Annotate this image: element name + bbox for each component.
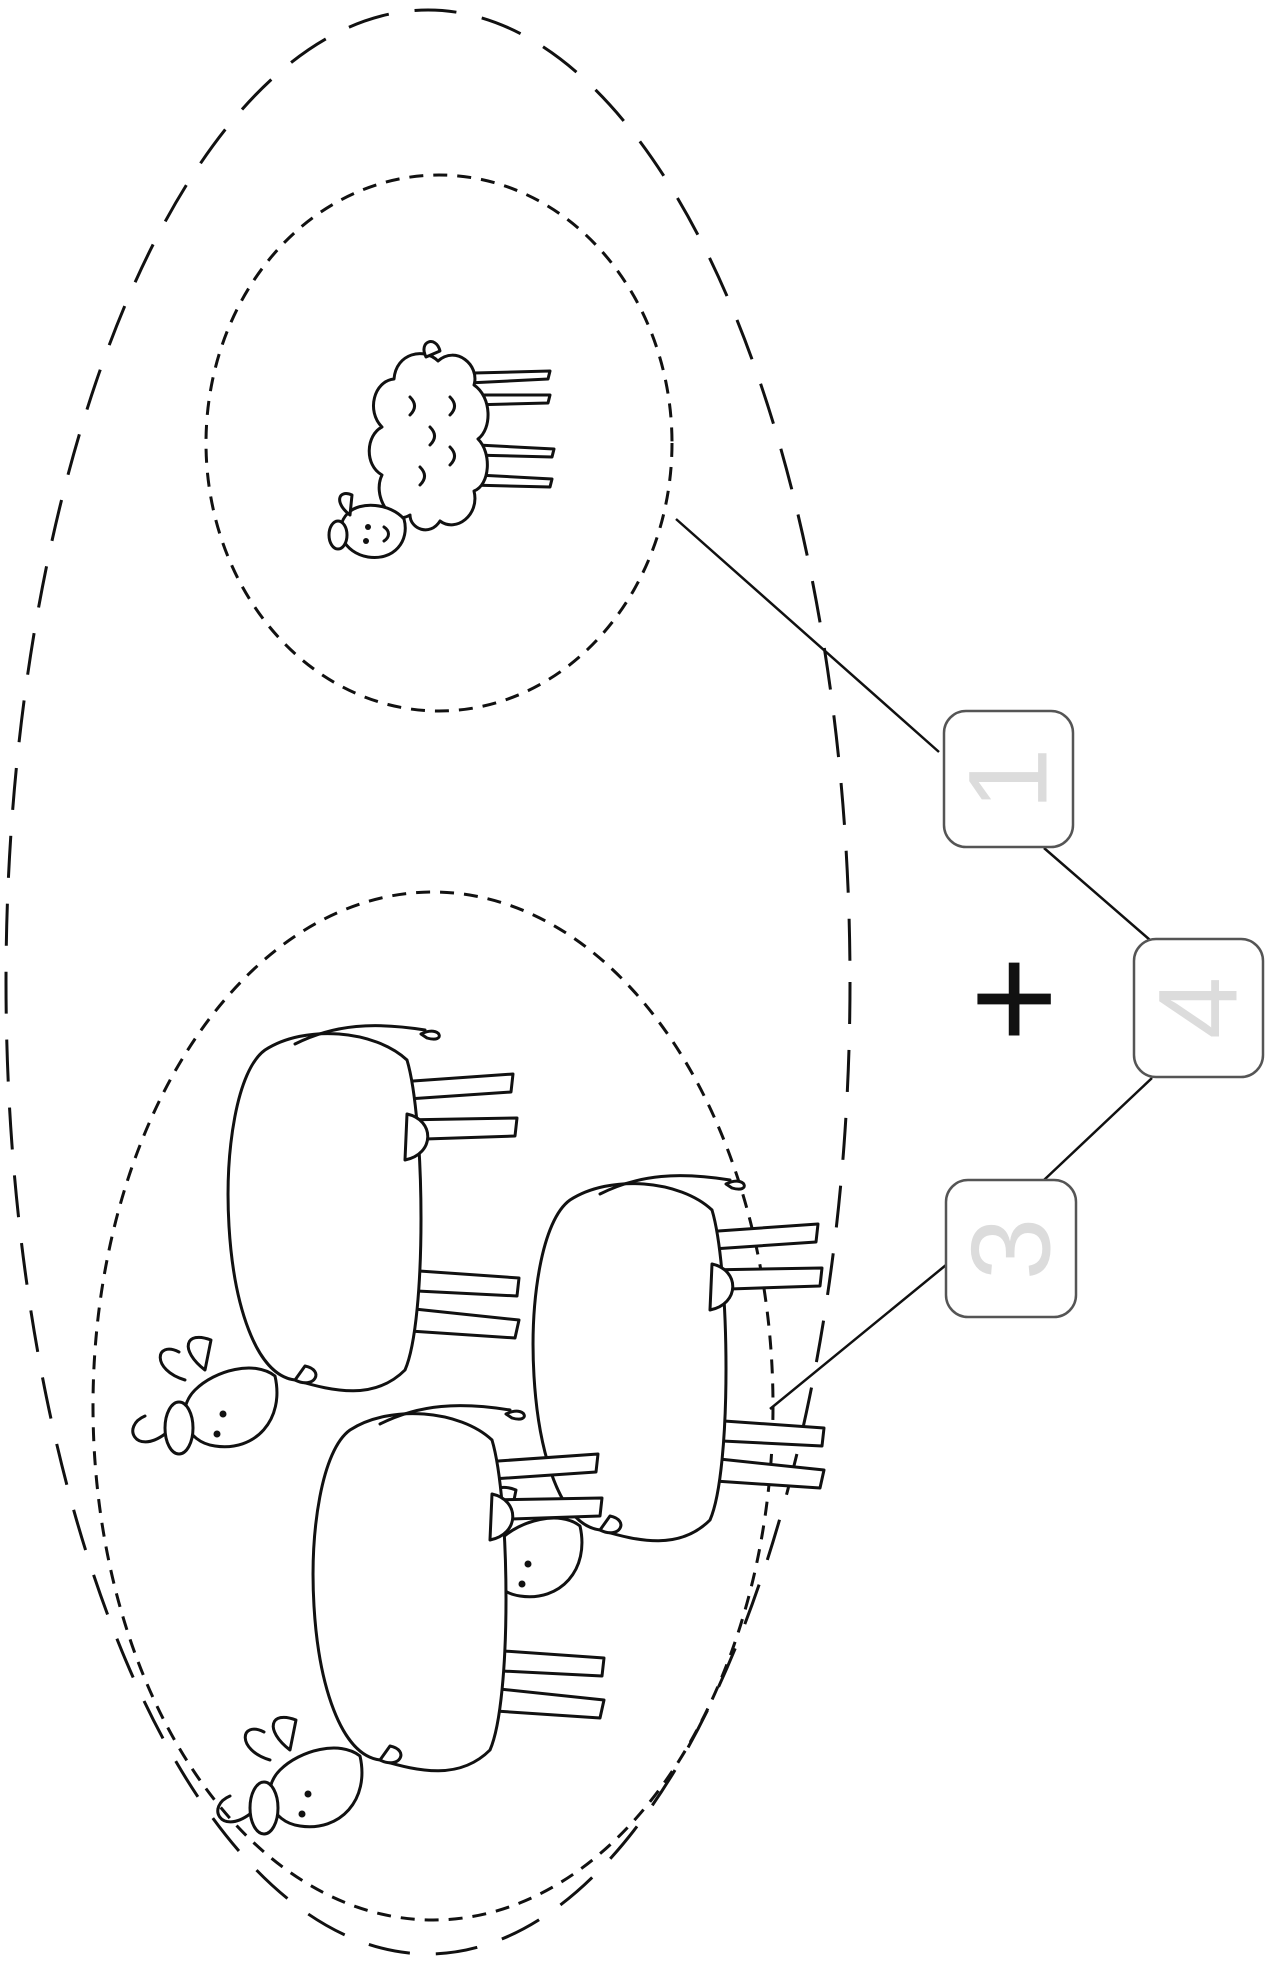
number-box-whole: 4 <box>1132 937 1265 1079</box>
connector-3-to-4 <box>1043 1077 1153 1181</box>
number-box-whole-value: 4 <box>1136 977 1261 1039</box>
cow-icon-3 <box>216 1404 606 1836</box>
connector-cows-to-3 <box>769 1264 947 1410</box>
plus-sign: + <box>928 955 1096 1043</box>
number-box-part-top-value: 1 <box>946 748 1071 810</box>
number-box-part-bottom: 3 <box>944 1178 1078 1319</box>
number-box-part-top: 1 <box>942 709 1075 849</box>
cow-icon-1 <box>131 1024 521 1456</box>
number-box-part-bottom-value: 3 <box>949 1218 1074 1280</box>
connector-1-to-4 <box>1043 847 1151 941</box>
outer-group-ellipse <box>4 8 852 1956</box>
sheep-icon <box>327 340 556 559</box>
connector-sheep-to-1 <box>675 518 940 753</box>
sheep-group-ellipse <box>204 173 674 713</box>
